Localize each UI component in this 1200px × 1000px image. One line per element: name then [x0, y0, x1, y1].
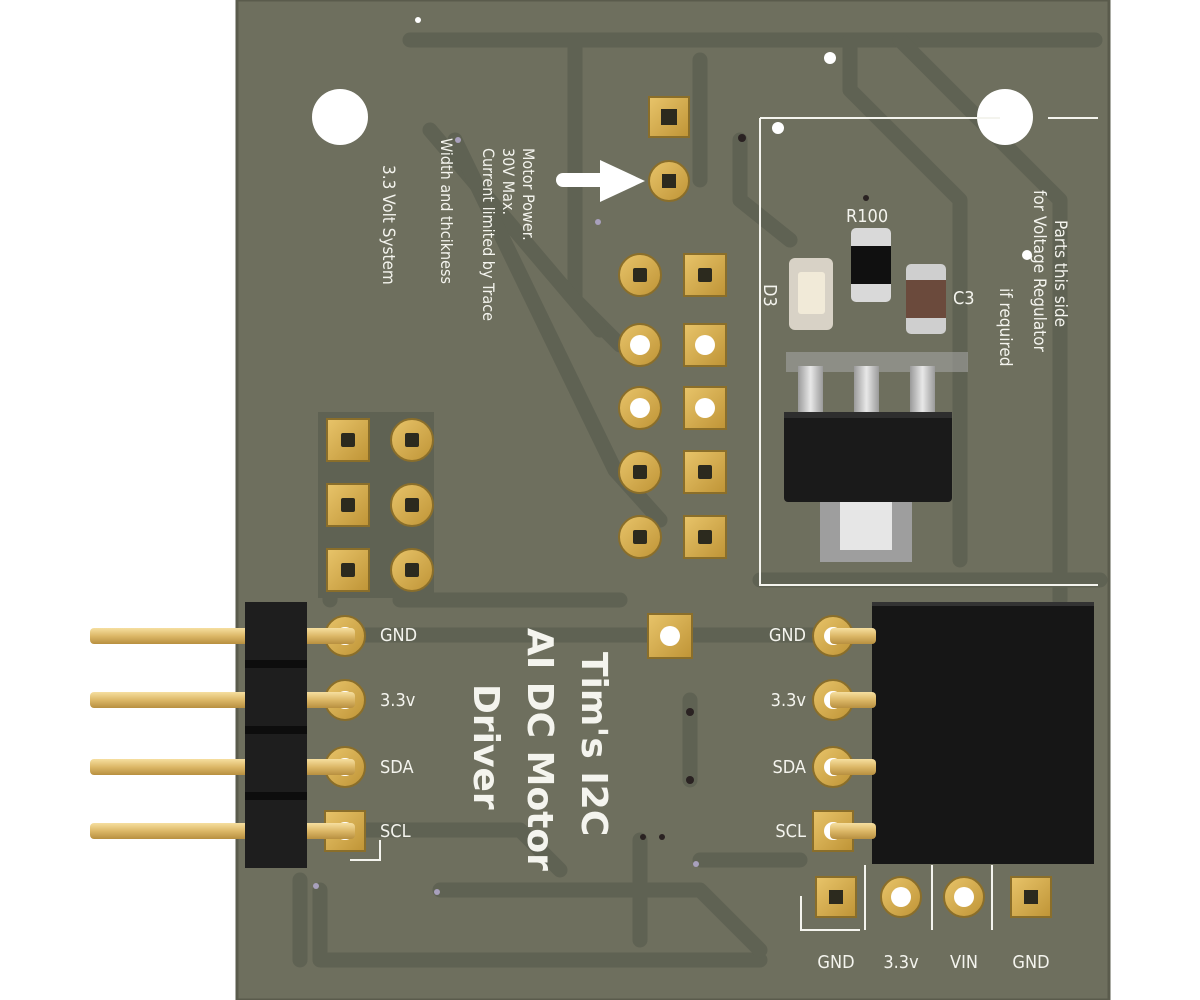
right-pin-label-2: 3.3v [771, 690, 807, 711]
voltage-regulator [784, 352, 968, 562]
header-pin [830, 692, 876, 708]
left-header-pad [390, 483, 434, 527]
center-header-pad [618, 450, 662, 494]
regulator-zone-outline [759, 117, 1098, 586]
bottom-header-pad [815, 876, 857, 918]
label-r100: R100 [846, 206, 888, 227]
center-header-pad [683, 450, 727, 494]
center-header-pad [683, 386, 727, 430]
motor-note-line-1: Motor Power. [519, 148, 538, 241]
header-pin [830, 823, 876, 839]
left-header-4pin [90, 602, 366, 868]
bottom-header [815, 876, 1052, 918]
mounting-hole [312, 89, 368, 145]
right-pin-label-4: SCL [775, 821, 806, 842]
vias-purple [313, 137, 699, 895]
center-header-pad [618, 323, 662, 367]
silkscreen-text: 3.3 Volt System Motor Power. 30V Max. Cu… [378, 138, 1070, 973]
center-header-pad [683, 515, 727, 559]
system-label: 3.3 Volt System [378, 165, 398, 285]
regulator-note-line-3: if required [995, 288, 1015, 367]
title-line-2: AI DC Motor [519, 628, 560, 871]
motor-note-line-2: 30V Max. [499, 148, 518, 215]
bottom-header-pad [943, 876, 985, 918]
left-header-pad [390, 418, 434, 462]
capacitor-c3 [906, 264, 946, 334]
center-header-pad [618, 253, 662, 297]
left-pin-label-1: GND [380, 625, 417, 646]
header-pin [830, 759, 876, 775]
bottom-header-pad [880, 876, 922, 918]
arrow-icon [556, 160, 645, 202]
center-header-2x5 [618, 253, 727, 559]
resistor-r100 [851, 228, 891, 302]
bottom-header-pad [1010, 876, 1052, 918]
header-pin [307, 692, 355, 708]
left-pin-label-4: SCL [380, 821, 411, 842]
bottom-pin-label-2: 3.3v [883, 952, 919, 973]
label-d3: D3 [759, 284, 780, 307]
bottom-pin-label-3: VIN [950, 952, 978, 973]
header-housing [245, 602, 307, 868]
mounting-hole [977, 89, 1033, 145]
center-header-pad [683, 323, 727, 367]
right-pin-label-3: SDA [772, 757, 806, 778]
bottom-pin-label-1: GND [817, 952, 854, 973]
center-header-pad [618, 386, 662, 430]
motor-note-line-3: Current limited by Trace [479, 148, 498, 321]
regulator-note-line-2: for Voltage Regulator [1029, 190, 1049, 353]
diode-d3 [789, 258, 833, 330]
center-header-pad [683, 253, 727, 297]
vias-dark [640, 134, 869, 840]
left-header-pad [326, 548, 370, 592]
left-header-2x3 [318, 412, 434, 598]
header-pin [307, 628, 355, 644]
header-pin [830, 628, 876, 644]
header-pin [307, 759, 355, 775]
motor-note-line-4: Width and thcikness [437, 138, 456, 284]
motor-power-pads [648, 96, 690, 202]
regulator-note-line-1: Parts this side [1050, 220, 1070, 327]
left-pin-label-2: 3.3v [380, 690, 416, 711]
right-pin-label-1: GND [769, 625, 806, 646]
title-line-1: Tim's I2C [573, 652, 614, 836]
header-pin [307, 823, 355, 839]
right-module [812, 602, 1094, 864]
center-pad [647, 613, 693, 659]
center-header-pad [618, 515, 662, 559]
left-header-pad [326, 418, 370, 462]
left-pin-label-3: SDA [380, 757, 414, 778]
left-header-pad [326, 483, 370, 527]
title-line-3: Driver [465, 684, 506, 810]
label-c3: C3 [953, 288, 975, 309]
left-header-pad [390, 548, 434, 592]
vias [415, 17, 1032, 260]
bottom-pin-label-4: GND [1012, 952, 1049, 973]
